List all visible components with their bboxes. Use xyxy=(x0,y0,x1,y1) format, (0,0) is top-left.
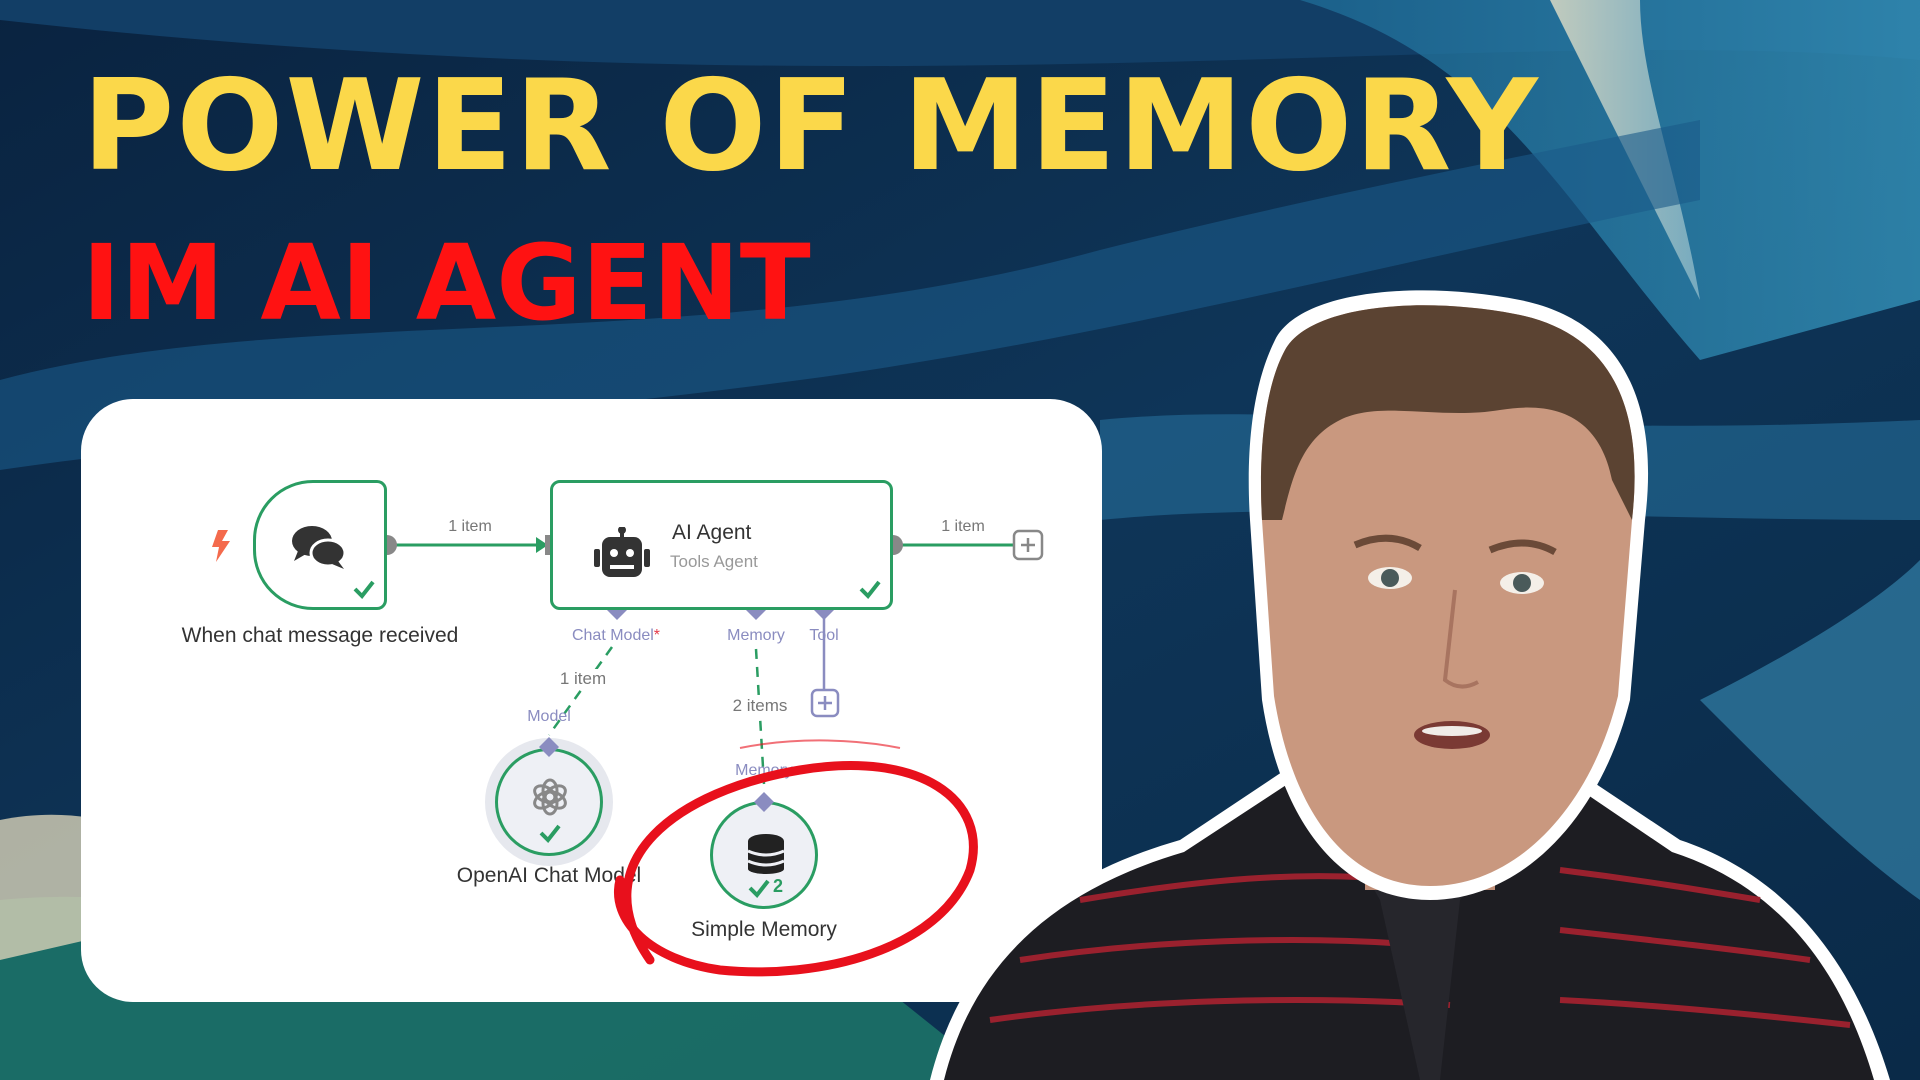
model-input-port[interactable] xyxy=(539,737,559,757)
model-connection[interactable] xyxy=(547,646,614,736)
ai-agent-node[interactable]: AI Agent Tools Agent xyxy=(550,480,893,610)
output-item-count: 1 item xyxy=(941,518,985,535)
ai-agent-subtitle: Tools Agent xyxy=(670,552,758,571)
simple-memory-label: Simple Memory xyxy=(691,918,837,941)
robot-icon xyxy=(594,527,650,577)
chat-bubbles-icon xyxy=(292,526,347,569)
success-check-icon xyxy=(859,580,881,599)
agent-input-port[interactable] xyxy=(545,535,553,555)
memory-link-count: 2 items xyxy=(732,696,788,716)
arrow-head xyxy=(536,537,548,553)
simple-memory-node[interactable]: 2 xyxy=(710,801,818,909)
trigger-node-label: When chat message received xyxy=(181,624,459,647)
lightning-icon xyxy=(212,530,230,562)
connection-item-count: 1 item xyxy=(448,518,492,535)
database-icon xyxy=(747,834,785,874)
ai-agent-title: AI Agent xyxy=(672,521,752,544)
trigger-node[interactable] xyxy=(253,480,387,610)
chat-model-port-label: Chat Model* xyxy=(571,627,661,644)
add-tool-button[interactable] xyxy=(810,688,840,718)
success-check-icon xyxy=(748,879,770,898)
success-check-icon xyxy=(539,824,561,843)
openai-chat-model-node[interactable] xyxy=(495,748,603,856)
headline-line-2: IM AI AGENT xyxy=(82,222,811,344)
openai-chat-model-label: OpenAI Chat Model xyxy=(456,864,642,887)
openai-icon xyxy=(533,778,567,816)
add-node-button[interactable] xyxy=(1012,529,1044,561)
model-link-count: 1 item xyxy=(559,669,607,689)
memory-input-label: Memory xyxy=(735,762,793,779)
headline-line-1: POWER OF MEMORY xyxy=(82,52,1540,199)
model-input-label: Model xyxy=(527,708,571,725)
memory-port-label: Memory xyxy=(727,627,785,644)
memory-input-port[interactable] xyxy=(754,792,774,812)
success-check-icon xyxy=(353,580,375,599)
run-count-badge: 2 xyxy=(773,876,784,896)
tool-port-label: Tool xyxy=(809,627,839,644)
